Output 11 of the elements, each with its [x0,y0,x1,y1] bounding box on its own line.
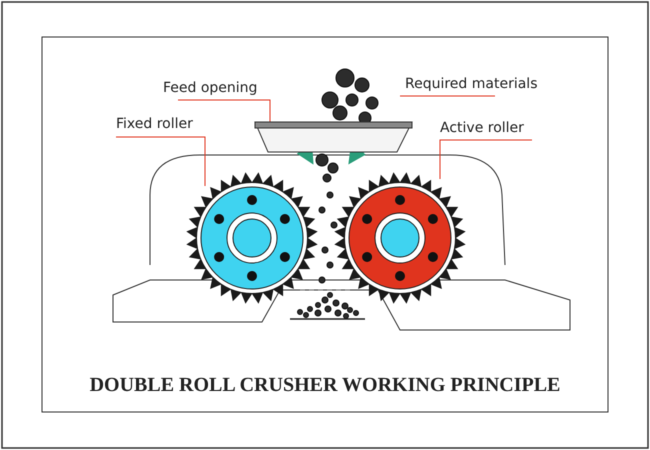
part-label: Active roller [440,120,524,136]
fixed-roller-drawing [186,172,318,304]
part-label: Fixed roller [116,116,193,132]
part-label: Required materials [405,76,538,92]
feed-hopper-drawing [254,122,413,152]
diagram-title: DOUBLE ROLL CRUSHER WORKING PRINCIPLE [88,374,562,397]
leader-line [116,136,206,186]
active-roller-drawing [334,172,466,304]
part-label: Feed opening [163,80,258,96]
leader-line [440,140,532,180]
leader-line [178,100,270,122]
